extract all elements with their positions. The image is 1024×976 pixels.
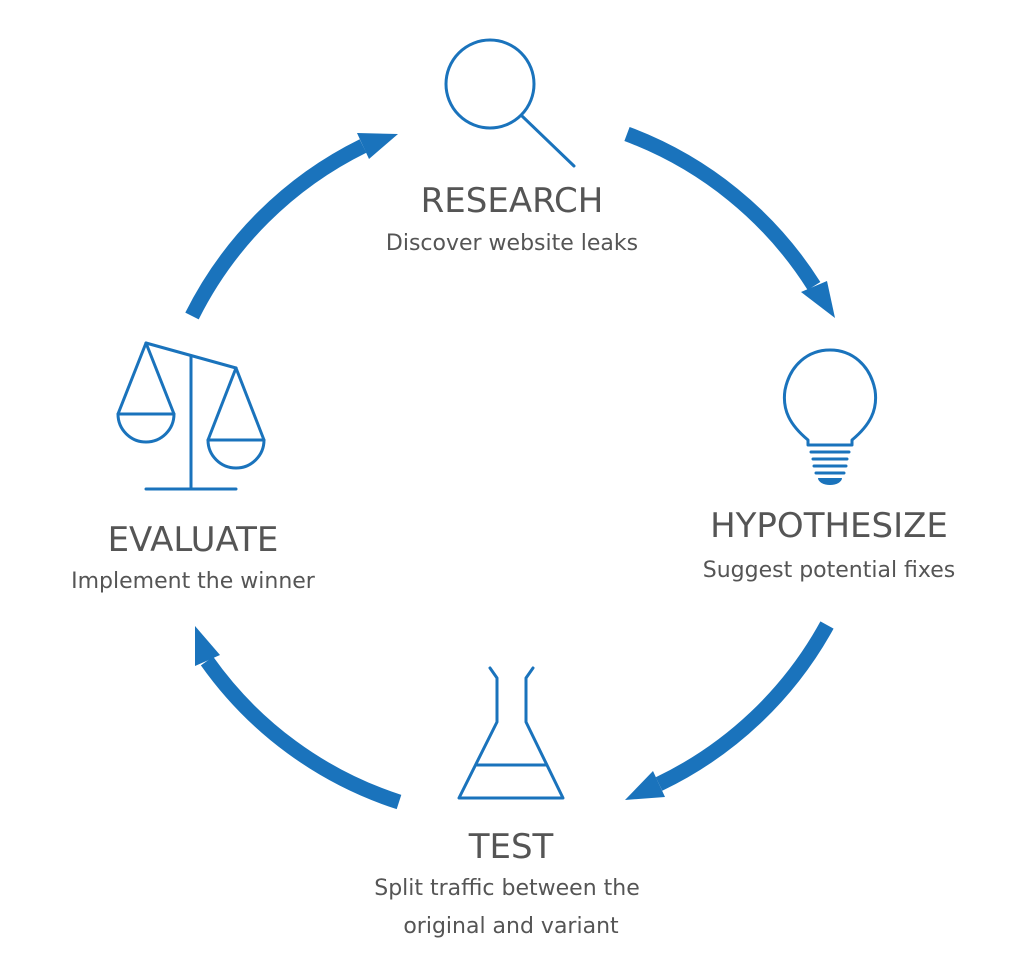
step-evaluate-title: EVALUATE [108,520,279,560]
arrow-research-to-hypothesize [624,126,821,291]
arrow-evaluate-to-research [185,139,367,320]
step-research-description: Discover website leaks [386,231,638,256]
step-evaluate-description: Implement the winner [71,569,316,594]
arrowhead-test-to-evaluate [195,626,220,666]
step-test: TEST Split traffic between the original … [374,666,640,939]
arrowhead-evaluate-to-research [357,133,398,159]
step-evaluate: EVALUATE Implement the winner [71,341,316,594]
flask-icon [457,666,565,800]
step-test-description-line-2: original and variant [403,914,619,939]
arrowhead-hypothesize-to-test [625,771,665,800]
step-hypothesize-description: Suggest potential fixes [703,558,956,583]
step-test-description-line-1: Split traffic between the [374,876,640,901]
cycle-arrows [185,126,835,810]
magnifying-glass-icon [444,38,576,168]
balance-scale-icon [116,341,266,491]
step-hypothesize: HYPOTHESIZE Suggest potential fixes [703,348,956,583]
step-research-title: RESEARCH [421,181,604,221]
arrow-test-to-evaluate [200,656,402,810]
arrow-hypothesize-to-test [655,621,834,791]
arrowhead-research-to-hypothesize [801,281,835,318]
light-bulb-icon [782,348,878,485]
step-research: RESEARCH Discover website leaks [386,38,638,256]
step-hypothesize-title: HYPOTHESIZE [710,506,948,546]
step-test-title: TEST [468,827,554,867]
